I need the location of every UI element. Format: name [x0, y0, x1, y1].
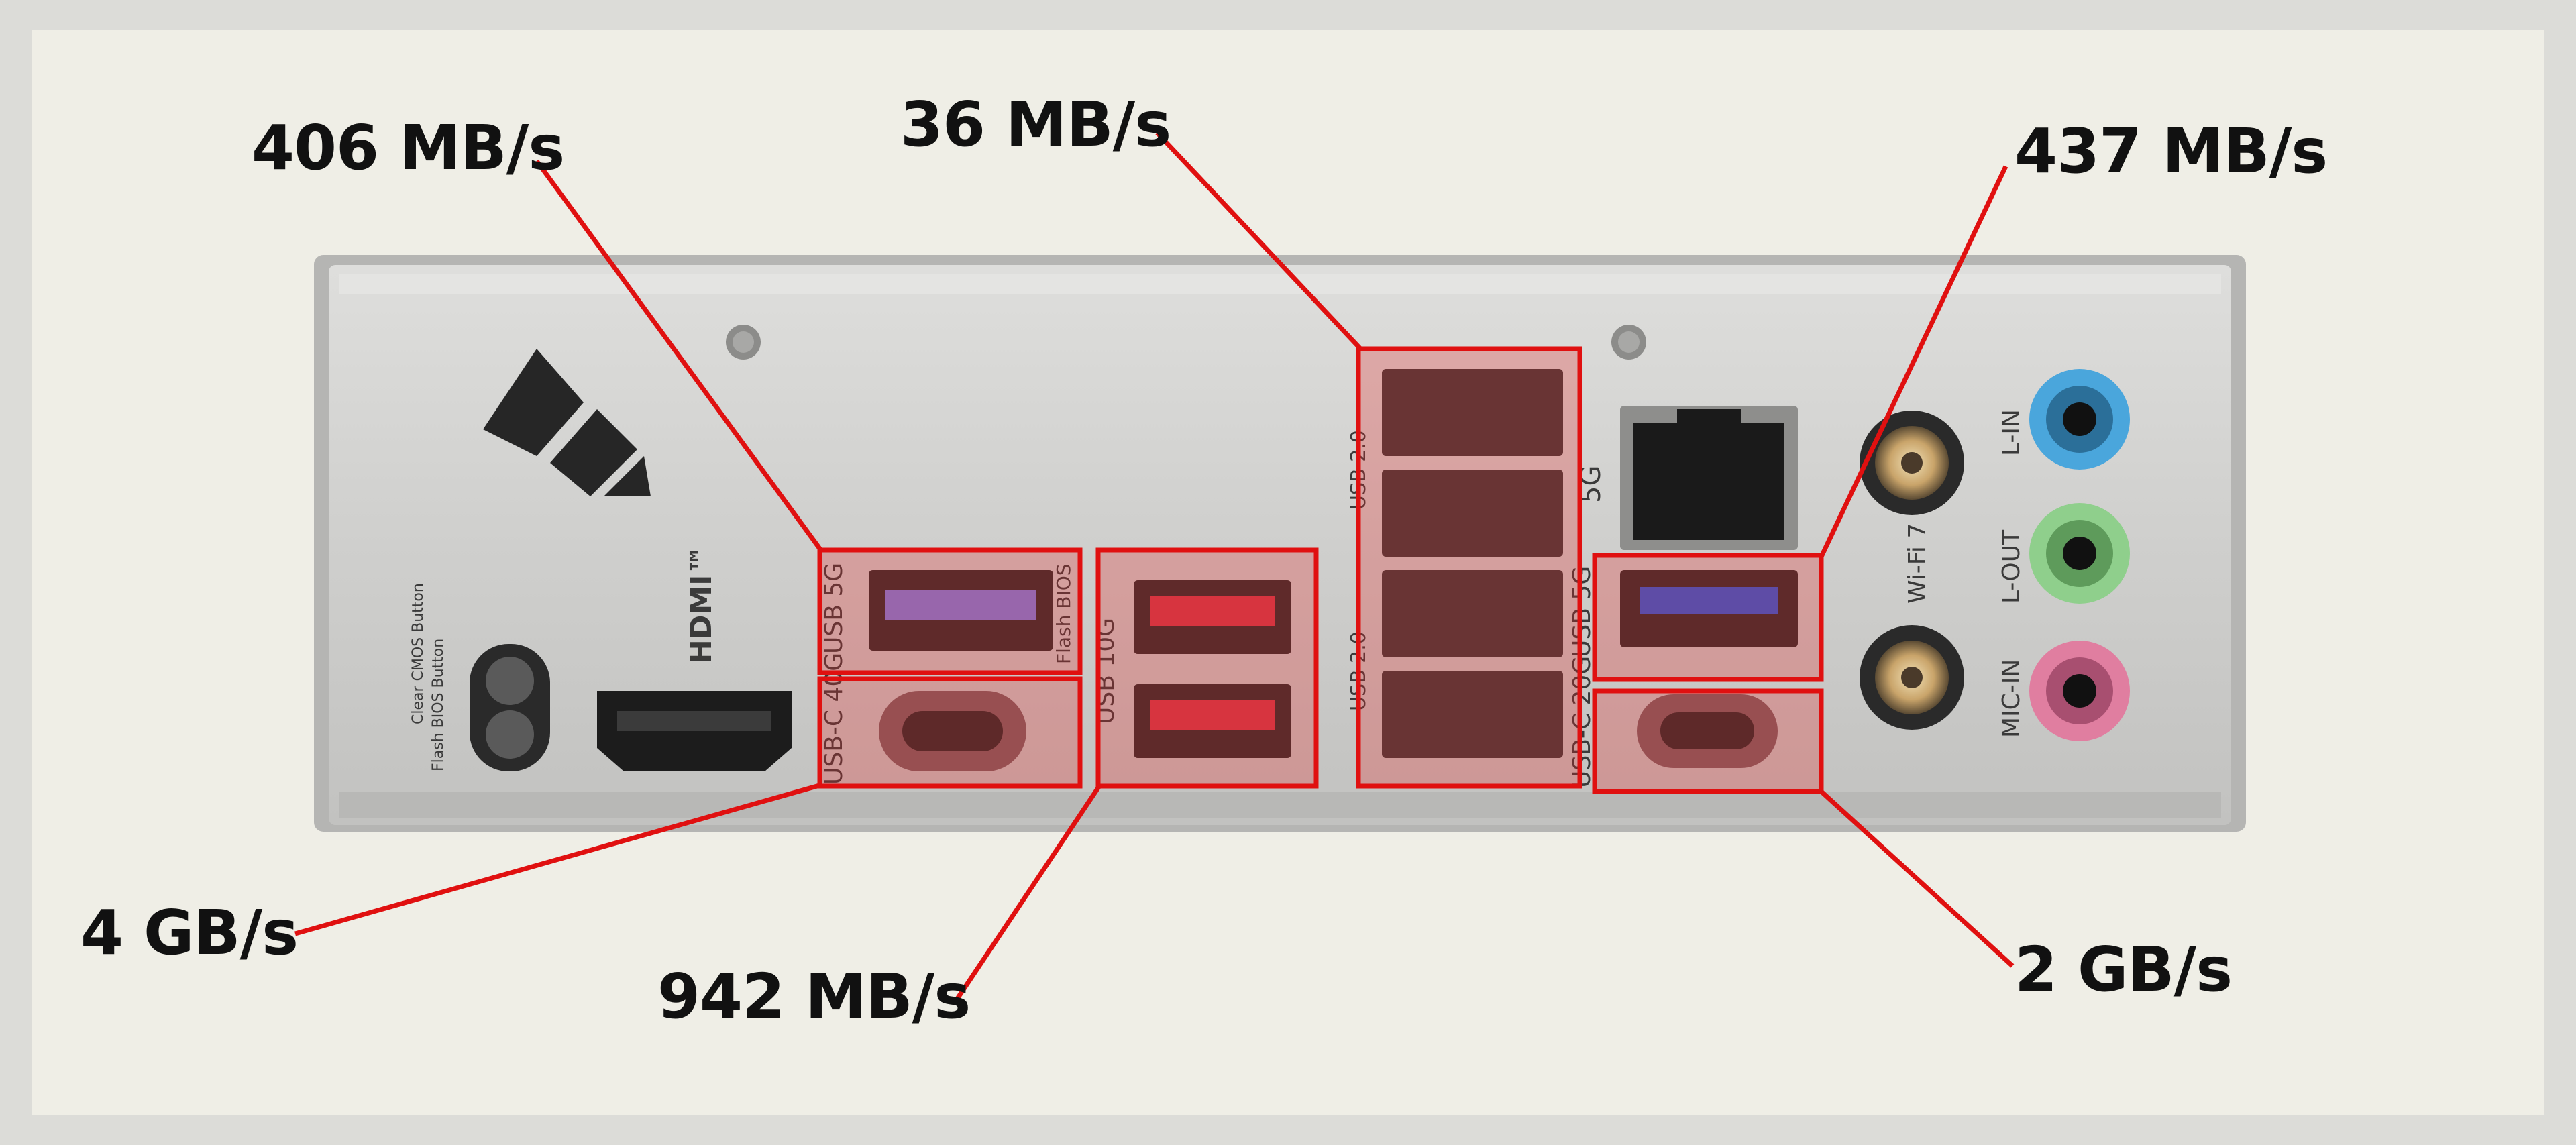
highlight-usb-5g-right	[1592, 553, 1824, 682]
line-out-label: L-OUT	[1998, 529, 2025, 604]
hdmi-port	[597, 691, 792, 771]
usb-10g-ports	[1134, 580, 1291, 758]
speed-label-usb-2: 36 MB/s	[900, 89, 1171, 160]
highlight-usb-5g-left	[817, 547, 1083, 675]
line-in-label: L-IN	[1998, 409, 2025, 456]
highlight-usb-10g	[1095, 547, 1319, 789]
wifi-label: Wi-Fi 7	[1904, 523, 1931, 604]
leader-usb-5g-left	[535, 159, 824, 553]
usb-2-ports	[1382, 369, 1563, 758]
usb-c-40g-port	[879, 691, 1026, 771]
screw-left	[726, 325, 761, 360]
usb-5g-label-left: USB 5G	[820, 563, 848, 654]
usb-c-20g-port	[1637, 694, 1778, 768]
ethernet-port	[1620, 406, 1798, 550]
highlight-usb-c-20g	[1592, 688, 1824, 794]
cmos-bios-buttons	[470, 644, 550, 771]
leader-usb-2	[1155, 131, 1364, 352]
speed-label-usb-5g-right: 437 MB/s	[2015, 115, 2328, 187]
mic-in-label: MIC-IN	[1998, 659, 2025, 738]
leader-usb-5g-right	[1819, 165, 2008, 558]
speed-label-usb-c-20g: 2 GB/s	[2015, 934, 2233, 1005]
leader-usb-c-20g	[1819, 789, 2015, 968]
brand-logo	[483, 349, 651, 496]
highlight-usb-2	[1356, 346, 1582, 789]
speed-label-usb-c-40g: 4 GB/s	[80, 897, 299, 969]
flash-bios-label: Flash BIOS	[1053, 563, 1075, 664]
clear-cmos-label: Clear CMOS Button	[410, 583, 427, 724]
audio-jack-line-in	[2029, 369, 2130, 470]
highlight-boxes	[817, 346, 1824, 794]
speed-label-usb-10g: 942 MB/s	[657, 961, 971, 1032]
flash-bios-button-label: Flash BIOS Button	[430, 639, 447, 771]
hdmi-label: HDMI™	[684, 545, 718, 664]
usb-5g-port-left	[869, 570, 1053, 651]
leader-lines	[294, 131, 2015, 1002]
wifi-antenna-connectors	[1860, 411, 1964, 730]
audio-jack-mic-in	[2029, 641, 2130, 741]
io-shield-plate	[314, 255, 2246, 832]
speed-label-usb-5g-left: 406 MB/s	[252, 112, 565, 184]
audio-jack-line-out	[2029, 503, 2130, 604]
highlight-usb-c-40g	[817, 676, 1083, 789]
leader-usb-10g	[954, 783, 1102, 1002]
screw-right	[1611, 325, 1646, 360]
usb-5g-port-right	[1620, 570, 1798, 647]
leader-usb-c-40g	[294, 782, 822, 936]
